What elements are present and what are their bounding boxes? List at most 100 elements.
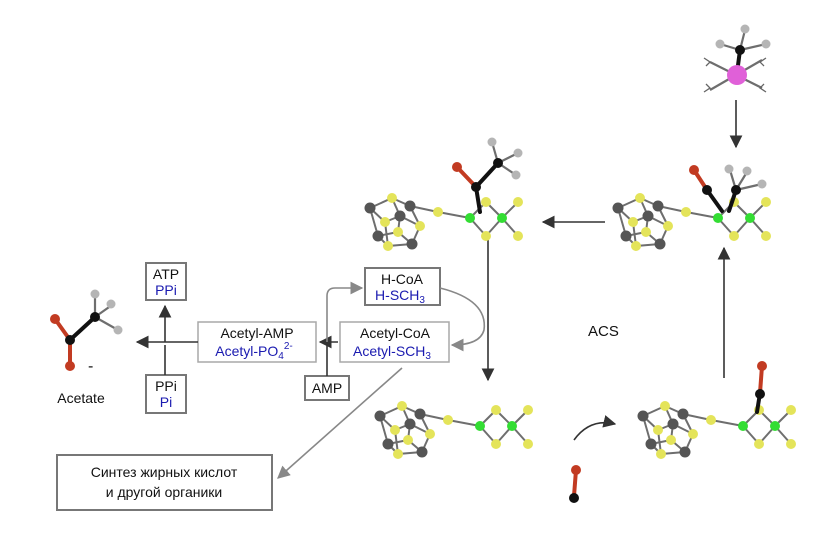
iron-atom [374, 410, 386, 422]
arrow-to-synthesis [277, 367, 403, 479]
sulfur-atom [397, 401, 407, 411]
acetate-molecule: - [50, 289, 123, 375]
iron-atom [404, 418, 416, 430]
iron-atom [645, 438, 657, 450]
amp-label: AMP [312, 380, 342, 396]
sulfur-atom [415, 221, 425, 231]
iron-atom [372, 230, 384, 242]
acetate-label: Acetate [57, 390, 105, 406]
nickel-atom [475, 421, 485, 431]
sulfur-atom [383, 241, 393, 251]
sulfur-atom [660, 401, 670, 411]
iron-atom [612, 202, 624, 214]
iron-atom [406, 238, 418, 250]
nickel-atom [745, 213, 755, 223]
nickel-atom [465, 213, 475, 223]
sulfur-atom [433, 207, 443, 217]
arrow-curve-to-acetyl-coa [439, 287, 486, 352]
cluster-bottom-left [374, 401, 533, 459]
sulfur-atom [491, 405, 501, 415]
acetate-charge: - [88, 358, 93, 375]
sulfur-atom [387, 193, 397, 203]
cluster-top-right [612, 193, 771, 251]
arrow-co-binding [573, 415, 617, 441]
amp-box: AMP [304, 375, 350, 401]
cluster-bottom-right [637, 401, 796, 459]
sulfur-atom [666, 435, 676, 445]
nickel-atom [713, 213, 723, 223]
cluster-top-left [364, 193, 523, 251]
sulfur-atom [706, 415, 716, 425]
sulfur-atom [653, 425, 663, 435]
acs-label: ACS [588, 323, 619, 340]
iron-atom [637, 410, 649, 422]
sulfur-atom [403, 435, 413, 445]
synthesis-line2: и другой органики [106, 484, 222, 500]
sulfur-atom [481, 231, 491, 241]
acetyl-po4-label: Acetyl-PO42- [215, 341, 292, 362]
synthesis-line1: Синтез жирных кислот [91, 464, 238, 480]
sulfur-atom [786, 405, 796, 415]
sulfur-atom [390, 425, 400, 435]
sulfur-atom [523, 405, 533, 415]
arrow-to-hcoa [326, 281, 364, 342]
nickel-atom [507, 421, 517, 431]
iron-atom [667, 418, 679, 430]
cluster-bond [685, 211, 719, 219]
sulfur-atom [380, 217, 390, 227]
iron-atom [416, 446, 428, 458]
acetyl-coa-box: Acetyl-CoA Acetyl-SCH3 [339, 321, 450, 363]
sulfur-atom [635, 193, 645, 203]
sulfur-atom [425, 429, 435, 439]
sulfur-atom [663, 221, 673, 231]
sulfur-atom [754, 439, 764, 449]
hcoa-label: H-CoA [381, 271, 424, 287]
sulfur-atom [729, 231, 739, 241]
sulfur-atom [481, 197, 491, 207]
sulfur-atom [786, 439, 796, 449]
ppi-black-label: PPi [155, 378, 177, 394]
sulfur-atom [688, 429, 698, 439]
iron-atom [364, 202, 376, 214]
sulfur-atom [631, 241, 641, 251]
acetyl-sch3-label: Acetyl-SCH3 [353, 343, 431, 362]
acetyl-ligand-top-left [452, 137, 523, 214]
nickel-atom [738, 421, 748, 431]
hsch3-label: H-SCH3 [375, 287, 425, 306]
sulfur-atom [393, 227, 403, 237]
atp-label: ATP [153, 266, 179, 282]
sulfur-atom [656, 449, 666, 459]
sulfur-atom [513, 197, 523, 207]
iron-atom [382, 438, 394, 450]
iron-atom [679, 446, 691, 458]
acetyl-amp-label: Acetyl-AMP [220, 325, 293, 341]
sulfur-atom [443, 415, 453, 425]
cluster-bond [710, 419, 744, 427]
methyl-cobalt-complex [703, 24, 771, 93]
free-co-molecule [569, 465, 581, 503]
sulfur-atom [761, 231, 771, 241]
acetyl-amp-box: Acetyl-AMP Acetyl-PO42- [197, 321, 317, 363]
pi-blue-label: Pi [160, 394, 172, 410]
sulfur-atom [523, 439, 533, 449]
cluster-bond [437, 211, 471, 219]
nickel-atom [497, 213, 507, 223]
co-ligand-bottom-right [755, 361, 767, 414]
sulfur-atom [491, 439, 501, 449]
sulfur-atom [761, 197, 771, 207]
co-methyl-ligand-top-right [689, 164, 767, 213]
sulfur-atom [393, 449, 403, 459]
ppi-pi-box: PPi Pi [145, 374, 187, 414]
iron-atom [652, 200, 664, 212]
sulfur-atom [513, 231, 523, 241]
hcoa-box: H-CoA H-SCH3 [364, 267, 441, 306]
iron-atom [414, 408, 426, 420]
sulfur-atom [681, 207, 691, 217]
iron-atom [394, 210, 406, 222]
iron-atom [654, 238, 666, 250]
synthesis-box: Синтез жирных кислот и другой органики [56, 454, 273, 511]
iron-atom [404, 200, 416, 212]
sulfur-atom [628, 217, 638, 227]
iron-atom [620, 230, 632, 242]
